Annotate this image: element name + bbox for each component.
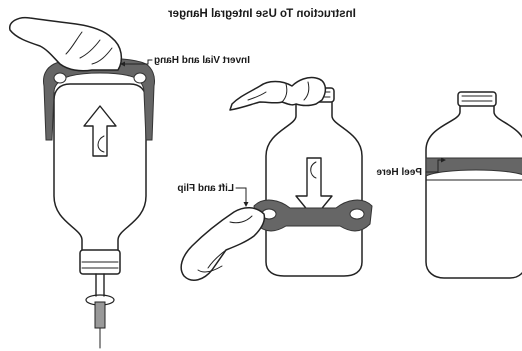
- vial-body: [266, 90, 362, 276]
- lift-and-flip-label: Lift and Flip: [177, 183, 234, 194]
- step-lift-and-flip: Lift and Flip: [177, 77, 372, 280]
- vial-cap: [458, 92, 496, 106]
- invert-vial-label: Invert Vial and Hang: [154, 55, 250, 66]
- hand-top: [230, 77, 325, 110]
- vial-inverted: [54, 84, 146, 348]
- lift-callout: Lift and Flip: [177, 183, 248, 207]
- hand-hanging: [10, 18, 122, 71]
- vial-body: [54, 84, 146, 252]
- vial-lift: [266, 88, 362, 276]
- vial-peel: [426, 92, 522, 278]
- hand-bottom: [181, 208, 264, 281]
- step-peel-here: Peel Here: [376, 92, 522, 278]
- mirrored-illustration: Instruction To Use Integral Hanger Peel …: [10, 8, 522, 348]
- diagram-title: Instruction To Use Integral Hanger: [168, 8, 356, 20]
- vial-body: [426, 94, 522, 278]
- peel-here-label: Peel Here: [376, 167, 422, 178]
